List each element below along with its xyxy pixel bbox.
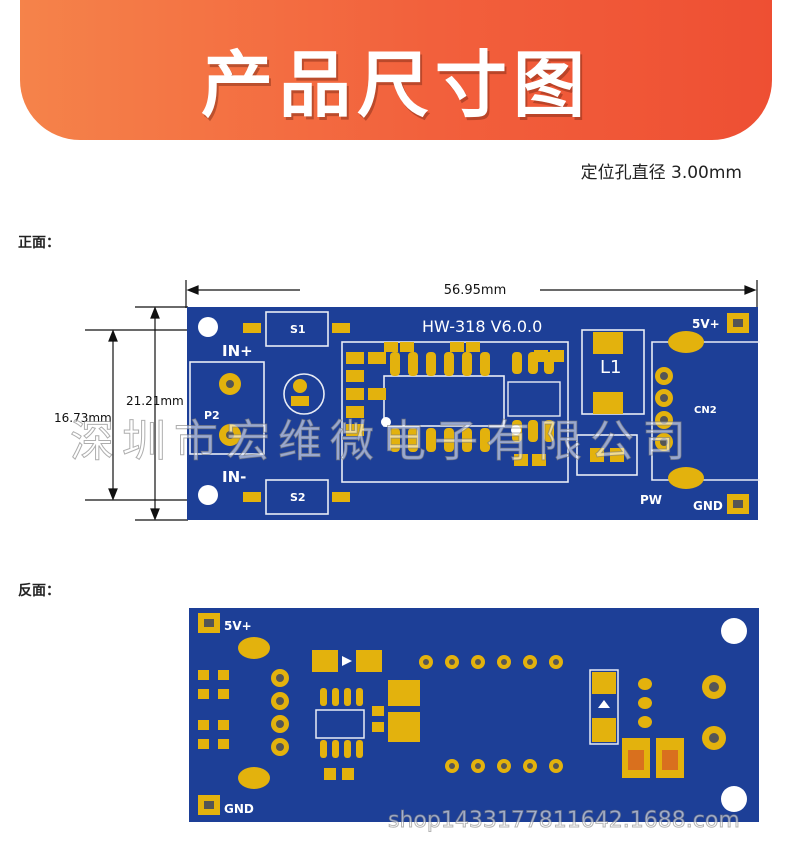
- silk-gnd-back: GND: [224, 802, 254, 816]
- width-dimension-label: 56.95mm: [444, 283, 507, 298]
- outer-height-dimension: [135, 306, 188, 521]
- inner-height-dimension: [85, 329, 205, 501]
- silk-pw: PW: [640, 493, 662, 507]
- back-board-drawing: 5V+ GND: [189, 608, 759, 822]
- silk-cn2: CN2: [694, 405, 717, 416]
- silk-5v-front: 5V+: [692, 317, 720, 331]
- mounting-hole-top: [198, 317, 218, 337]
- silk-p2: P2: [204, 409, 220, 422]
- silk-s2: S2: [290, 491, 306, 504]
- back-label: 反面：: [18, 583, 60, 599]
- front-dimension-drawing: 56.95mm 21.21mm 16.73mm: [54, 280, 760, 521]
- silk-s1: S1: [290, 323, 306, 336]
- silk-l1: L1: [600, 357, 621, 378]
- silk-in-minus: IN-: [222, 468, 246, 486]
- mounting-hole-bottom: [198, 485, 218, 505]
- silk-model: HW-318 V6.0.0: [422, 317, 542, 336]
- hole-diameter-note: 定位孔直径 3.00mm: [580, 163, 742, 183]
- title-banner: 产品尺寸图: [20, 0, 772, 140]
- page-title: 产品尺寸图: [200, 43, 591, 127]
- width-dimension: [185, 280, 758, 308]
- outer-height-label: 21.21mm: [126, 394, 184, 408]
- back-pcb: [189, 608, 759, 822]
- inner-height-label: 16.73mm: [54, 411, 112, 425]
- back-hole-bottom: [721, 786, 747, 812]
- silk-in-plus: IN+: [222, 342, 253, 360]
- silk-gnd-front: GND: [693, 499, 723, 513]
- front-label: 正面：: [18, 235, 60, 251]
- silk-5v-back: 5V+: [224, 619, 252, 633]
- back-hole-top: [721, 618, 747, 644]
